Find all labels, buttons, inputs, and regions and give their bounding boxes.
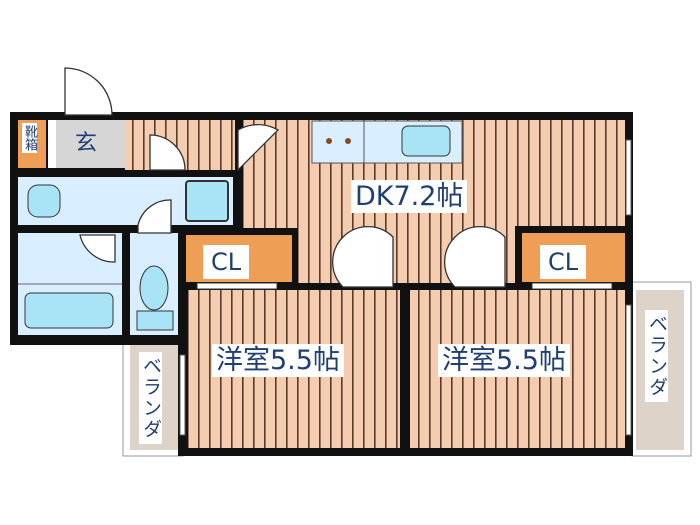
closet-right-label: CL bbox=[540, 245, 587, 279]
stove-burner bbox=[326, 138, 332, 144]
room-right-door bbox=[444, 226, 506, 288]
door-icons bbox=[64, 67, 506, 288]
shoe-box-label: 靴箱 bbox=[22, 123, 37, 153]
bath-door bbox=[79, 234, 116, 263]
balcony-left-label: ベランダ bbox=[139, 352, 162, 444]
window bbox=[625, 304, 632, 436]
dk-label: DK7.2帖 bbox=[351, 180, 468, 213]
washroom-door bbox=[149, 134, 186, 171]
bathtub bbox=[24, 292, 114, 329]
washbasin bbox=[27, 184, 61, 218]
dk-door bbox=[237, 123, 280, 172]
washing-machine bbox=[185, 180, 229, 222]
window bbox=[179, 354, 186, 436]
western-room-right-label: 洋室5.5帖 bbox=[438, 344, 570, 377]
window bbox=[625, 139, 632, 216]
toilet-bowl bbox=[139, 265, 169, 311]
stove-burner bbox=[345, 138, 351, 144]
western-room-left-label: 洋室5.5帖 bbox=[212, 344, 344, 377]
kitchen-sink bbox=[401, 125, 451, 157]
room-left-door bbox=[332, 226, 394, 288]
front-door bbox=[64, 67, 113, 116]
entrance-label: 玄 bbox=[73, 131, 100, 157]
closet-left-label: CL bbox=[203, 245, 250, 279]
toilet-door bbox=[137, 199, 172, 234]
balcony-right-label: ベランダ bbox=[645, 310, 668, 402]
